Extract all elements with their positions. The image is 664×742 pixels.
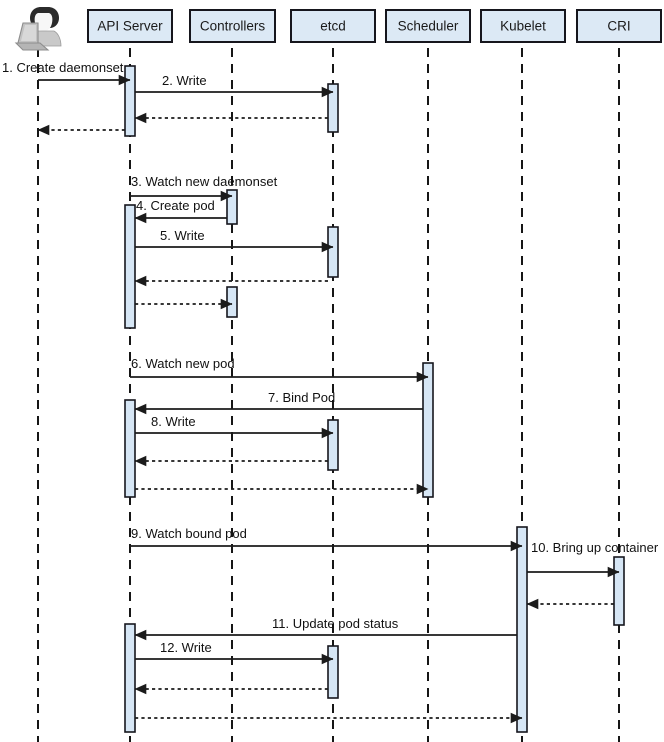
- activation-api-server-1: [124, 65, 136, 137]
- message-label-10: 10. Bring up container: [531, 540, 659, 555]
- message-label-4: 4. Create pod: [136, 198, 215, 213]
- activation-cri-1: [613, 556, 625, 626]
- messages-layer: [37, 74, 620, 724]
- participant-label-cri: CRI: [607, 19, 630, 34]
- message-labels-layer: 1. Create daemonset 2. Write 3. Watch new …: [2, 60, 659, 655]
- activation-etcd-2: [327, 226, 339, 278]
- participant-label-controllers: Controllers: [200, 19, 266, 34]
- lane-header-boxes-layer: API Server Controllers etcd Scheduler Kubele…: [87, 9, 662, 43]
- activation-etcd-3: [327, 419, 339, 471]
- participant-box-etcd: [290, 9, 376, 43]
- message-label-12: 12. Write: [160, 640, 212, 655]
- message-label-2: 2. Write: [162, 73, 207, 88]
- activation-api-server-3: [124, 399, 136, 498]
- message-label-5: 5. Write: [160, 228, 205, 243]
- participant-label-etcd: etcd: [320, 19, 346, 34]
- participant-label-scheduler: Scheduler: [398, 19, 459, 34]
- participant-box-scheduler: [385, 9, 471, 43]
- participant-box-api-server: [87, 9, 173, 43]
- activation-controllers-1: [226, 189, 238, 225]
- participant-header-scheduler[interactable]: Scheduler: [385, 9, 471, 43]
- activation-scheduler-1: [422, 362, 434, 498]
- message-label-7: 7. Bind Pod: [268, 390, 335, 405]
- activation-etcd-4: [327, 645, 339, 699]
- activation-api-server-2: [124, 204, 136, 329]
- message-label-3: 3. Watch new daemonset: [131, 174, 278, 189]
- participant-header-controllers[interactable]: Controllers: [189, 9, 276, 43]
- activation-kubelet-1: [516, 526, 528, 733]
- message-label-11: 11. Update pod status: [272, 616, 399, 631]
- activation-api-server-4: [124, 623, 136, 733]
- participant-label-kubelet: Kubelet: [500, 19, 546, 34]
- participant-box-controllers: [189, 9, 276, 43]
- participant-header-kubelet[interactable]: Kubelet: [480, 9, 566, 43]
- participant-label-api-server: API Server: [97, 19, 163, 34]
- participant-box-cri: [576, 9, 662, 43]
- actor-icon-layer: [14, 7, 62, 51]
- participant-header-cri[interactable]: CRI: [576, 9, 662, 43]
- person-at-laptop-icon: [14, 7, 62, 51]
- message-label-6: 6. Watch new pod: [131, 356, 235, 371]
- message-label-8: 8. Write: [151, 414, 196, 429]
- activation-bars-layer: [124, 65, 625, 733]
- participant-header-etcd[interactable]: etcd: [290, 9, 376, 43]
- activation-etcd-1: [327, 83, 339, 133]
- message-label-9: 9. Watch bound pod: [131, 526, 247, 541]
- activation-controllers-2: [226, 286, 238, 318]
- participant-header-api-server[interactable]: API Server: [87, 9, 173, 43]
- message-label-1: 1. Create daemonset: [2, 60, 124, 75]
- participant-box-kubelet: [480, 9, 566, 43]
